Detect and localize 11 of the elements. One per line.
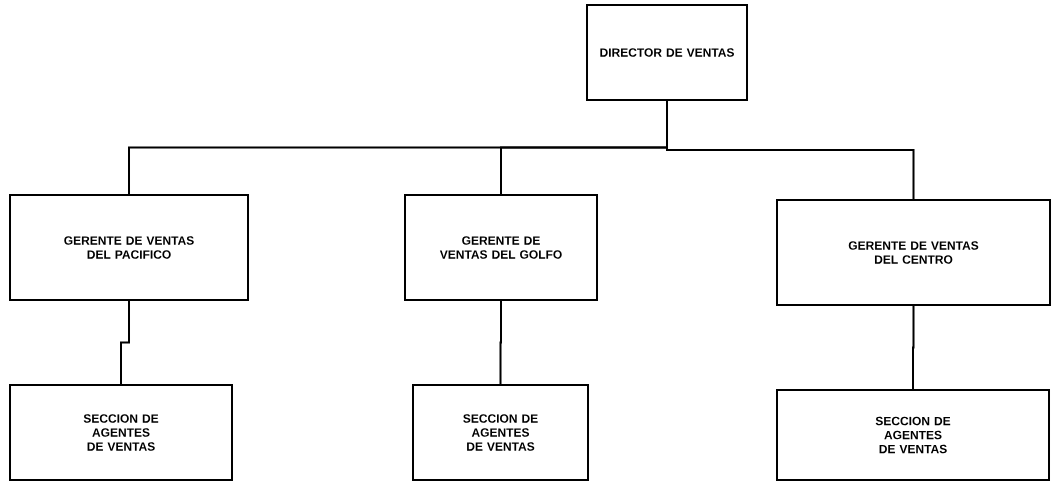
org-box: GERENTE DE VENTAS DEL GOLFO xyxy=(404,194,598,301)
connector-line xyxy=(666,100,915,200)
connector-line xyxy=(912,305,915,390)
org-box: SECCION DE AGENTES DE VENTAS xyxy=(776,389,1050,481)
org-box: SECCION DE AGENTES DE VENTAS xyxy=(412,384,589,481)
org-box: DIRECTOR DE VENTAS xyxy=(586,4,748,101)
org-box: SECCION DE AGENTES DE VENTAS xyxy=(9,384,233,481)
connector-line xyxy=(120,300,130,385)
org-box: GERENTE DE VENTAS DEL CENTRO xyxy=(776,199,1051,306)
connector-line xyxy=(499,300,502,385)
org-box: GERENTE DE VENTAS DEL PACIFICO xyxy=(9,194,249,301)
